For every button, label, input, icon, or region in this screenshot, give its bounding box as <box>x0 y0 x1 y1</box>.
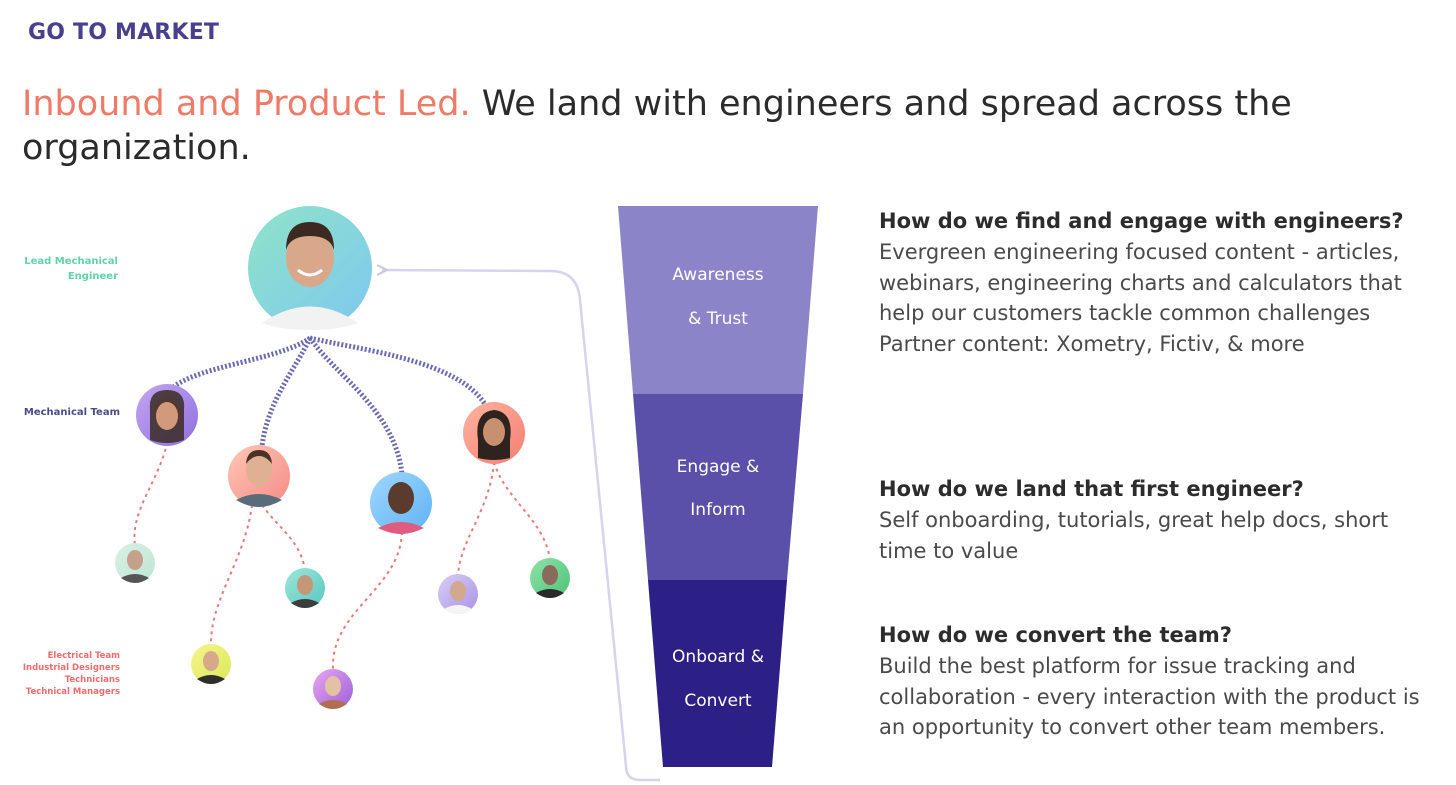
funnel-awareness-line2: & Trust <box>688 309 748 329</box>
team-label: Mechanical Team <box>24 407 120 418</box>
other-label-electrical: Electrical Team <box>48 651 121 661</box>
qa-answer-line: Build the best platform for issue tracki… <box>879 654 1420 739</box>
avatar-team-1 <box>136 384 198 446</box>
qa-question: How do we find and engage with engineers… <box>879 209 1404 233</box>
page-headline: Inbound and Product Led. We land with en… <box>22 82 1442 170</box>
qa-question: How do we convert the team? <box>879 623 1232 647</box>
team-connectors <box>133 441 551 671</box>
avatar-other-5 <box>191 644 231 684</box>
avatar-team-4 <box>463 402 525 464</box>
qa-answer-line: Partner content: Xometry, Fictiv, & more <box>879 331 1305 356</box>
funnel-engage-line1: Engage & <box>677 457 760 477</box>
qa-question: How do we land that first engineer? <box>879 477 1304 501</box>
avatar-lead-engineer <box>248 206 372 330</box>
lead-connectors <box>170 335 489 475</box>
avatar-other-1 <box>115 543 155 583</box>
funnel-onboard-line2: Convert <box>684 691 752 711</box>
funnel-onboard-line1: Onboard & <box>672 647 764 667</box>
feedback-arrow <box>382 270 660 782</box>
qa-answer-line: Evergreen engineering focused content - … <box>879 240 1402 325</box>
avatar-team-3 <box>370 472 432 534</box>
other-label-technicians: Technicians <box>65 675 120 685</box>
qa-answer-line: Self onboarding, tutorials, great help d… <box>879 508 1389 563</box>
funnel-stage-engage <box>633 394 803 580</box>
qa-block-find: How do we find and engage with engineers… <box>879 206 1439 359</box>
avatar-team-2 <box>228 445 290 507</box>
qa-block-land: How do we land that first engineer? Self… <box>879 474 1439 566</box>
qa-answer: Self onboarding, tutorials, great help d… <box>879 505 1439 566</box>
avatar-other-4 <box>530 558 570 598</box>
lead-label-line1: Lead Mechanical <box>24 256 118 267</box>
funnel-stage-onboard <box>648 580 787 767</box>
funnel-stage-awareness <box>618 206 818 394</box>
qa-answer: Evergreen engineering focused content - … <box>879 237 1439 359</box>
funnel-awareness-line1: Awareness <box>672 265 763 285</box>
other-label-industrial: Industrial Designers <box>23 663 120 673</box>
headline-accent: Inbound and Product Led. <box>22 84 471 124</box>
funnel-engage-line2: Inform <box>690 500 745 520</box>
avatar-other-6 <box>313 669 353 709</box>
avatar-other-2 <box>285 568 325 608</box>
other-label-managers: Technical Managers <box>26 687 120 697</box>
headline-rest: We land with engineers and spread across… <box>22 84 1292 168</box>
qa-answer: Build the best platform for issue tracki… <box>879 651 1439 743</box>
avatar-other-3 <box>438 574 478 614</box>
section-eyebrow: GO TO MARKET <box>28 20 220 45</box>
qa-block-convert: How do we convert the team? Build the be… <box>879 620 1439 743</box>
lead-label-line2: Engineer <box>68 271 118 282</box>
